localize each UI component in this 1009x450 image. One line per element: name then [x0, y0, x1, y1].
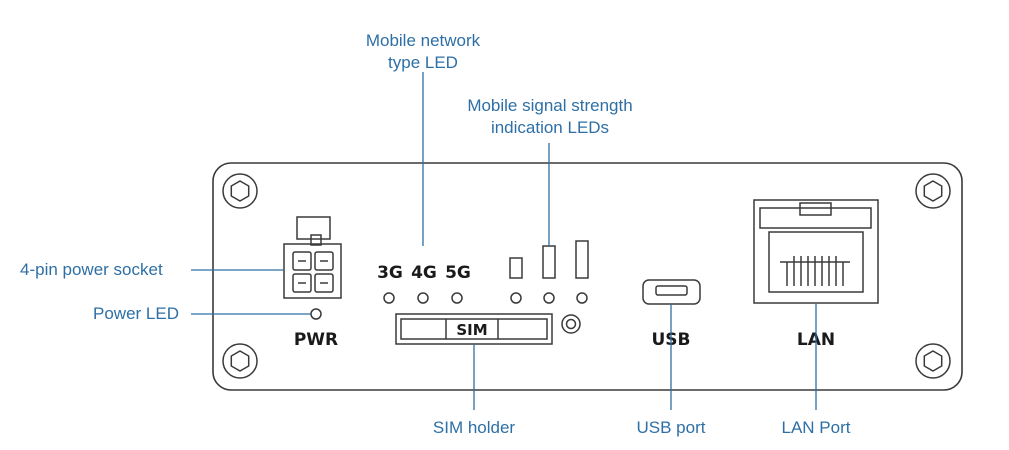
callout-line: Mobile signal strength: [467, 96, 633, 115]
signal-bar-1: [509, 257, 523, 279]
signal-bar-2: [542, 245, 556, 279]
screw-icon: [915, 343, 951, 379]
callout-line: indication LEDs: [490, 118, 610, 137]
label-5g: 5G: [445, 263, 471, 283]
usb-port: [642, 279, 701, 305]
callout-line: Mobile network: [365, 31, 481, 50]
signal-led-1: [510, 292, 522, 304]
sim-label: SIM: [456, 321, 487, 339]
label-4g: 4G: [411, 263, 437, 283]
sim-holder-callout: SIM holder: [432, 418, 516, 437]
led-4g: [417, 292, 429, 304]
led-3g: [383, 292, 395, 304]
lan-port-callout: LAN Port: [781, 418, 851, 437]
callout-line: type LED: [388, 53, 458, 72]
power-socket: [283, 216, 342, 299]
leader-lines: [191, 72, 817, 410]
power-led-callout: Power LED: [93, 304, 179, 323]
lan-port: [753, 199, 879, 304]
signal-leds-callout: Mobile signal strength indication LEDs: [430, 95, 670, 139]
usb-port-callout: USB port: [636, 418, 706, 437]
power-socket-callout: 4-pin power socket: [20, 260, 163, 279]
reset-button: [561, 314, 581, 334]
screw-icon: [222, 173, 258, 209]
signal-bar-3: [575, 240, 589, 279]
network-type-led-callout: Mobile network type LED: [323, 30, 523, 74]
signal-led-3: [576, 292, 588, 304]
led-5g: [451, 292, 463, 304]
network-type-leds: [383, 292, 463, 304]
signal-strength-leds: [509, 240, 589, 304]
signal-led-2: [543, 292, 555, 304]
screw-icon: [915, 173, 951, 209]
pwr-label: PWR: [294, 330, 338, 350]
power-led: [310, 308, 322, 320]
label-3g: 3G: [377, 263, 403, 283]
screw-icon: [222, 343, 258, 379]
device-panel: [212, 162, 963, 391]
